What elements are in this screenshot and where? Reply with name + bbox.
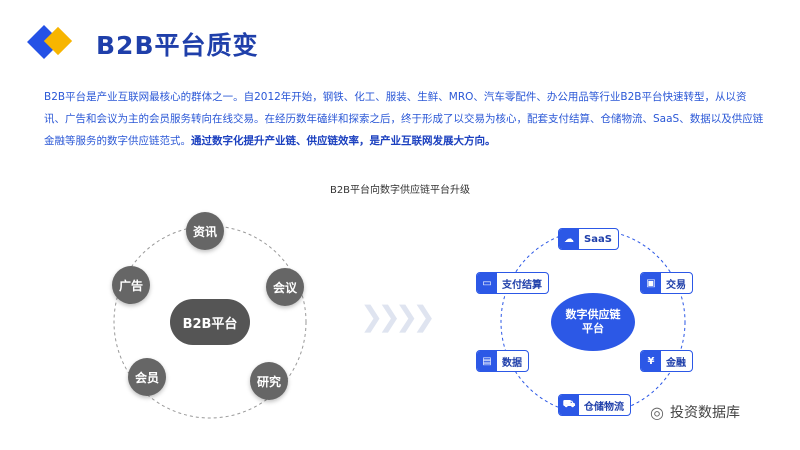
node-meeting: 会议 xyxy=(266,268,304,306)
item-trade: ▣ 交易 xyxy=(640,272,693,294)
item-finance: ¥ 金融 xyxy=(640,350,693,372)
item-trade-label: 交易 xyxy=(666,279,686,291)
item-payment: ▭ 支付结算 xyxy=(476,272,549,294)
truck-icon: ⛟ xyxy=(559,395,579,415)
monitor-icon: ▣ xyxy=(641,273,661,293)
intro-paragraph: B2B平台是产业互联网最核心的群体之一。自2012年开始，钢铁、化工、服装、生鲜… xyxy=(44,86,766,152)
old-center-node: B2B平台 xyxy=(170,299,250,345)
diagram-subtitle: B2B平台向数字供应链平台升级 xyxy=(329,185,471,196)
item-payment-label: 支付结算 xyxy=(502,279,542,291)
card-icon: ▭ xyxy=(477,273,497,293)
new-center-line2: 平台 xyxy=(582,322,604,335)
item-saas-label: SaaS xyxy=(584,233,612,245)
new-center-node: 数字供应链平台 xyxy=(551,293,635,351)
transition-arrows: ❯❯❯❯ xyxy=(360,300,436,333)
item-logistics: ⛟ 仓储物流 xyxy=(558,394,631,416)
new-center-line1: 数字供应链 xyxy=(565,308,621,321)
item-saas: ☁ SaaS xyxy=(558,228,619,250)
node-ad: 广告 xyxy=(112,266,150,304)
list-icon: ▤ xyxy=(477,351,497,371)
header: B2B平台质变 xyxy=(27,20,259,68)
item-finance-label: 金融 xyxy=(666,357,686,369)
item-logistics-label: 仓储物流 xyxy=(584,401,624,413)
node-member: 会员 xyxy=(128,358,166,396)
yen-icon: ¥ xyxy=(641,351,661,371)
item-data-label: 数据 xyxy=(502,357,522,369)
watermark: ◎ 投资数据库 xyxy=(650,402,740,422)
paragraph-bold-text: 通过数字化提升产业链、供应链效率，是产业互联网发展大方向。 xyxy=(191,135,496,147)
item-data: ▤ 数据 xyxy=(476,350,529,372)
page-title: B2B平台质变 xyxy=(96,31,259,60)
paragraph-text: B2B平台是产业互联网最核心的群体之一。自2012年开始，钢铁、化工、服装、生鲜… xyxy=(44,91,764,147)
wechat-icon: ◎ xyxy=(650,402,664,422)
cloud-icon: ☁ xyxy=(559,229,579,249)
watermark-text: 投资数据库 xyxy=(669,405,740,421)
node-research: 研究 xyxy=(250,362,288,400)
node-news: 资讯 xyxy=(186,212,224,250)
